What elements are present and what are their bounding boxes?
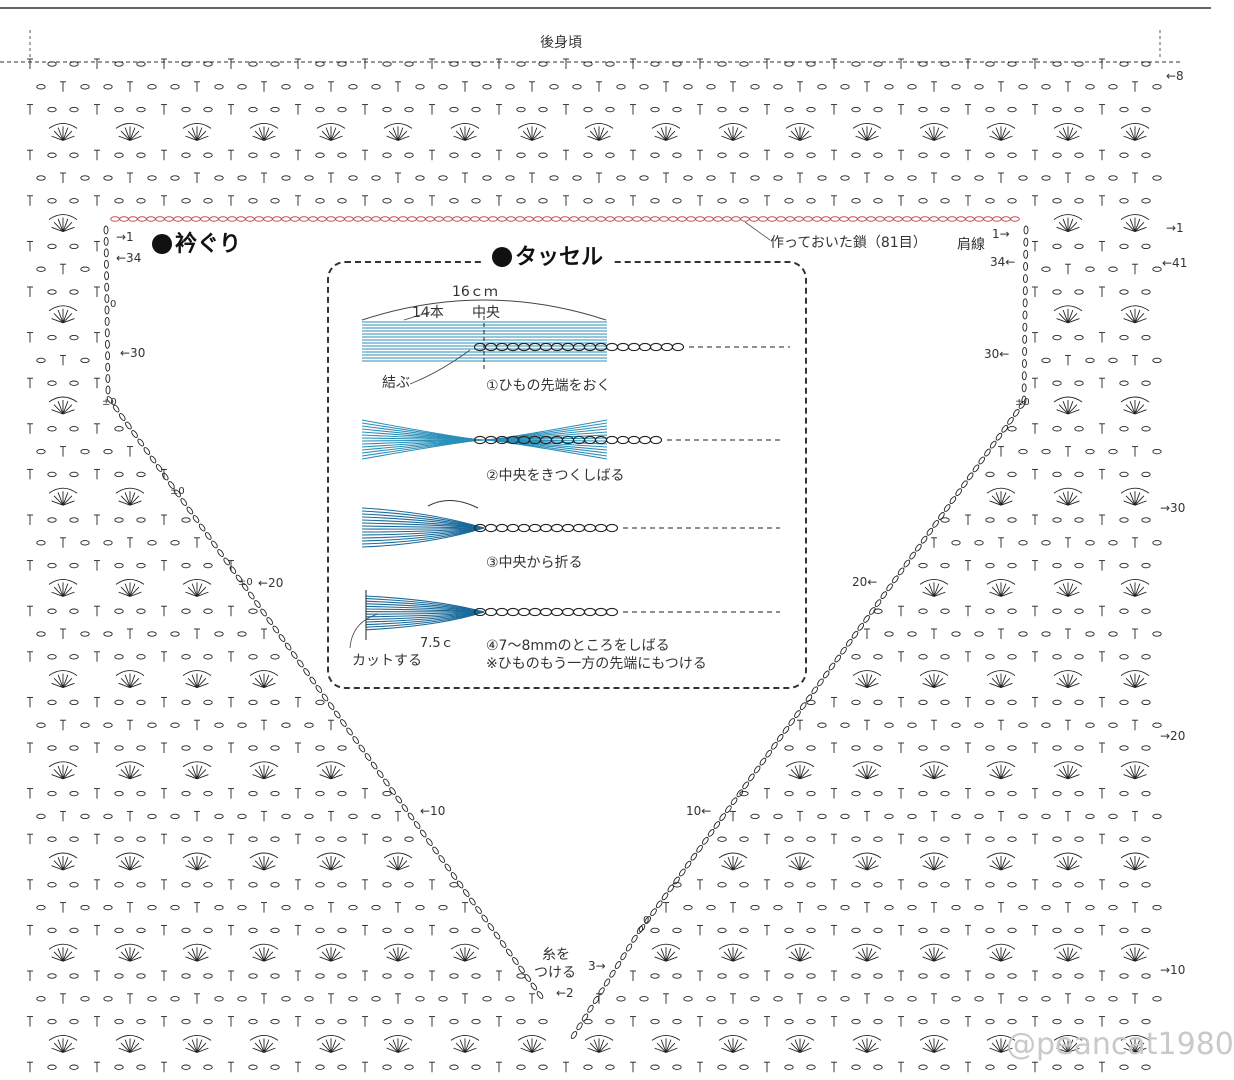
tassel-tie: 結ぶ [382, 375, 410, 391]
neck-left-1: →1 [116, 230, 134, 244]
chain-note-leader [744, 221, 771, 241]
neck-right-3: 3→ [588, 959, 606, 973]
tassel-step-2: ②中央をきつくしばる [486, 468, 625, 484]
watermark: @peancat1980 [1006, 1027, 1234, 1062]
tassel-step1-strands [362, 321, 607, 362]
row-label-8: ←8 [1166, 69, 1184, 83]
neck-left-10: ←10 [420, 804, 446, 818]
neck-left-2: ←2 [556, 986, 574, 1000]
tassel-step4-strands [365, 595, 485, 631]
neck-left-34: ←34 [116, 251, 142, 265]
row-label-10: →10 [1160, 963, 1186, 977]
mark-pm-4: ±0 [1015, 397, 1030, 408]
mark-pm-1: ±0 [102, 397, 117, 408]
chart-title: 後身頃 [540, 35, 582, 51]
tassel-step3-strands [361, 507, 485, 548]
row-label-1: →1 [1166, 221, 1184, 235]
tassel-step2-strands [361, 419, 608, 460]
neck-right-10: 10← [686, 804, 712, 818]
neck-left-30: ←30 [120, 346, 146, 360]
tassel-width: 16ｃｍ [452, 284, 498, 300]
tassel-step-3: ③中央から折る [486, 555, 583, 571]
neck-right-1: 1→ [992, 227, 1010, 241]
attach-yarn-line2: つける [534, 965, 576, 981]
mark-pm-2: ±0 [170, 486, 185, 497]
neck-right-34: 34← [990, 255, 1016, 269]
neck-left-20: ←20 [258, 576, 284, 590]
mark-zero-1: 0 [110, 299, 117, 310]
row-label-20: →20 [1160, 729, 1186, 743]
chain-note: 作っておいた鎖（81目） [770, 235, 927, 251]
shoulder-label: 肩線 [957, 237, 985, 253]
attach-yarn-line1: 糸を [542, 947, 570, 963]
tassel-step-1: ①ひもの先端をおく [486, 378, 611, 394]
tassel-title: タッセル [484, 247, 612, 269]
neck-right-20: 20← [852, 575, 878, 589]
mark-zero-2: 0 [643, 915, 650, 926]
neck-right-30: 30← [984, 347, 1010, 361]
stitches [27, 58, 1162, 1073]
mark-pm-3: ±0 [238, 577, 253, 588]
neckline-title: 衿ぐり [152, 234, 241, 256]
tassel-step-4: ④7～8mmのところをしばる [486, 638, 670, 654]
row-label-30: →30 [1160, 501, 1186, 515]
tassel-length: 7.5ｃ [420, 636, 454, 651]
tassel-cut: カットする [352, 653, 422, 669]
tassel-note: ※ひものもう一方の先端にもつける [486, 656, 707, 672]
row-label-41: ←41 [1162, 256, 1188, 270]
tassel-strands: 14本 [412, 305, 444, 321]
tassel-center: 中央 [472, 305, 500, 321]
foundation-chain [110, 216, 1020, 222]
